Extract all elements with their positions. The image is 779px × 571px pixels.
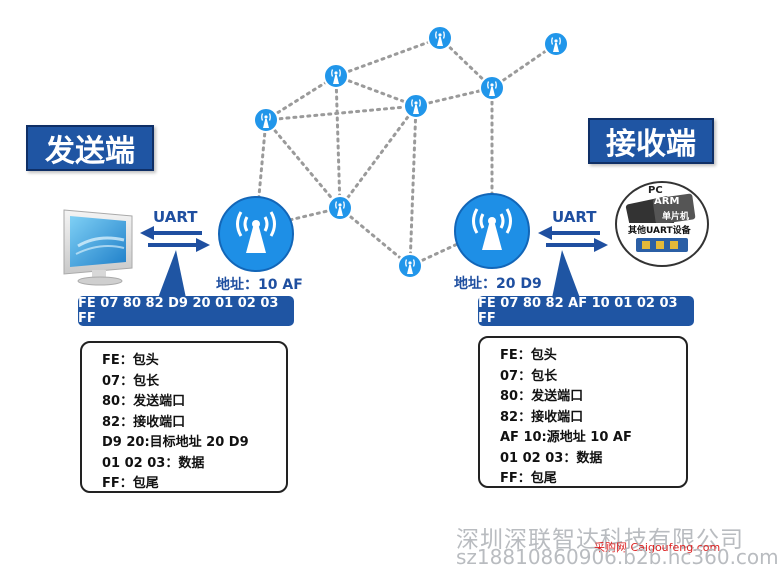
sender-legend-line: FF：包尾 bbox=[102, 476, 159, 491]
sender-legend-line: FE：包头 bbox=[102, 353, 159, 368]
url-watermark: sz18810860906.b2b.hc360.com bbox=[456, 545, 779, 569]
receiver-legend-line: AF 10:源地址 10 AF bbox=[500, 430, 632, 445]
mesh-node-icon bbox=[427, 25, 453, 51]
sender-title: 发送端 bbox=[26, 125, 154, 171]
mesh-node-icon bbox=[397, 253, 423, 279]
mesh-node-icon bbox=[479, 75, 505, 101]
receiver-bidirectional-arrow-icon bbox=[538, 226, 608, 252]
receiver-legend-line: FF：包尾 bbox=[500, 471, 557, 486]
device-other-label: 其他UART设备 bbox=[628, 223, 691, 236]
receiver-address: 地址：20 D9 bbox=[454, 276, 542, 292]
sender-legend-line: D9 20:目标地址 20 D9 bbox=[102, 435, 249, 450]
sender-callout-pointer bbox=[158, 250, 186, 298]
receiver-callout-pointer bbox=[552, 250, 580, 298]
computer-monitor-icon bbox=[63, 209, 133, 286]
receiver-wireless-node-icon bbox=[454, 193, 530, 269]
receiver-legend-line: 01 02 03：数据 bbox=[500, 450, 603, 466]
mesh-node-icon bbox=[403, 93, 429, 119]
receiver-legend-line: 07：包长 bbox=[500, 368, 558, 384]
sender-uart-label: UART bbox=[153, 208, 198, 226]
sender-packet-legend: FE：包头 07：包长 80：发送端口 82：接收端口 D9 20:目标地址 2… bbox=[80, 341, 288, 493]
company-watermark: 深圳深联智达科技有限公司 bbox=[456, 527, 744, 553]
uart-device-badge: PC ARM 单片机 其他UART设备 bbox=[614, 180, 710, 268]
receiver-hex-packet: FE 07 80 82 AF 10 01 02 03 FF bbox=[478, 296, 694, 326]
receiver-legend-line: FE：包头 bbox=[500, 348, 557, 363]
receiver-packet-legend: FE：包头 07：包长 80：发送端口 82：接收端口 AF 10:源地址 10… bbox=[478, 336, 688, 488]
sender-legend-line: 80：发送端口 bbox=[102, 394, 186, 409]
site-watermark: 采购网 Caigoufeng.com bbox=[594, 541, 721, 554]
mesh-node-icon bbox=[253, 107, 279, 133]
device-arm-label: ARM bbox=[654, 196, 680, 207]
sender-legend-line: 07：包长 bbox=[102, 373, 160, 389]
receiver-title: 接收端 bbox=[588, 118, 714, 164]
sender-wireless-node-icon bbox=[218, 196, 294, 272]
mesh-node-icon bbox=[323, 63, 349, 89]
receiver-legend-line: 80：发送端口 bbox=[500, 389, 584, 404]
sender-bidirectional-arrow-icon bbox=[140, 226, 210, 252]
sender-legend-line: 01 02 03：数据 bbox=[102, 455, 205, 471]
sender-hex-packet: FE 07 80 82 D9 20 01 02 03 FF bbox=[78, 296, 294, 326]
sender-legend-line: 82：接收端口 bbox=[102, 414, 186, 430]
device-mcu-label: 单片机 bbox=[662, 212, 690, 222]
mesh-node-icon bbox=[543, 31, 569, 57]
mesh-node-icon bbox=[327, 195, 353, 221]
receiver-uart-label: UART bbox=[552, 208, 597, 226]
receiver-legend-line: 82：接收端口 bbox=[500, 409, 584, 425]
sender-address: 地址：10 AF bbox=[216, 277, 303, 293]
device-pc-label: PC bbox=[648, 185, 663, 196]
